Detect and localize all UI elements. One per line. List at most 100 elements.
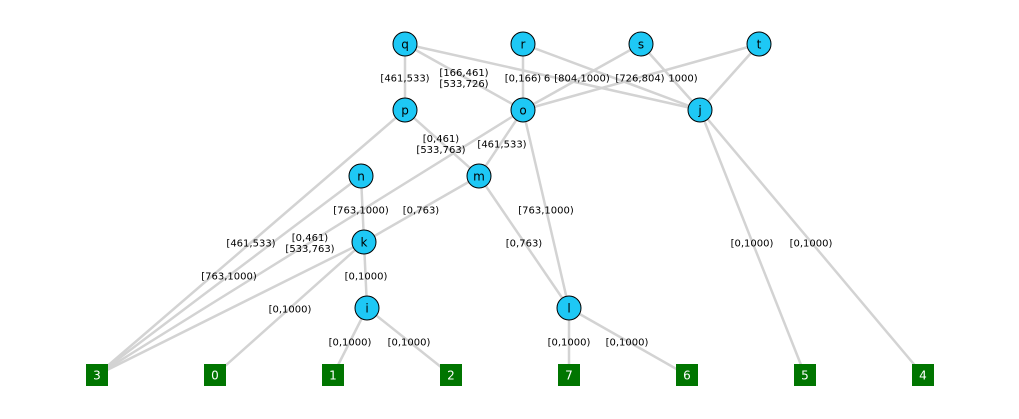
leaf-square — [86, 364, 108, 386]
edge-label-m-k: [0,763) — [403, 206, 440, 217]
node-circle — [466, 163, 492, 189]
node-label: 4 — [919, 369, 927, 383]
node-circle — [510, 31, 536, 57]
leaf-square — [204, 364, 226, 386]
node-circle — [348, 163, 374, 189]
node-label: p — [401, 104, 409, 118]
edge-label-q-p: [461,533) — [380, 74, 429, 85]
node-circle — [510, 97, 536, 123]
node-circle — [354, 295, 380, 321]
leaf-node-2: 2 — [440, 364, 462, 386]
leaf-node-5: 5 — [794, 364, 816, 386]
node-label: 5 — [801, 369, 809, 383]
leaf-node-3: 3 — [86, 364, 108, 386]
node-label: k — [361, 236, 368, 250]
edge-i-L1 — [331, 307, 369, 376]
node-circle — [392, 31, 418, 57]
node-r: r — [510, 31, 536, 57]
edge-s-j — [640, 43, 701, 111]
node-s: s — [628, 31, 654, 57]
edge-q-j — [404, 42, 701, 112]
edge-t-o — [522, 42, 760, 112]
leaf-node-0: 0 — [204, 364, 226, 386]
edge-label-r-o: [0,166) — [505, 74, 542, 85]
node-label: n — [357, 170, 365, 184]
node-label: m — [473, 170, 485, 184]
nodes-layer: q r s t p o j n m k i l 3 0 1 2 7 6 5 4 — [86, 31, 934, 386]
edge-label-k-L0: [0,1000) — [269, 305, 312, 316]
edge-m-k — [363, 174, 480, 244]
edge-p-L3 — [96, 109, 406, 376]
node-label: t — [757, 38, 762, 52]
edge-l-L6 — [568, 306, 688, 377]
edge-labels-layer: [461,533) [166,461)[533,726) [0,166)6 [804,… — [201, 68, 832, 349]
node-circle — [392, 97, 418, 123]
leaf-node-4: 4 — [912, 364, 934, 386]
edge-label-j-L4: [0,1000) — [790, 239, 833, 250]
edges-layer — [96, 42, 924, 377]
leaf-node-6: 6 — [676, 364, 698, 386]
edge-t-j — [699, 43, 760, 111]
node-label: 7 — [565, 369, 573, 383]
node-label: 3 — [93, 369, 101, 383]
node-circle — [556, 295, 582, 321]
node-label: i — [365, 302, 368, 316]
node-k: k — [351, 229, 377, 255]
edge-label-r-j: 6 — [544, 74, 550, 85]
edge-j-L5 — [698, 109, 807, 376]
edge-s-o — [522, 42, 642, 112]
node-label: r — [521, 38, 526, 52]
node-circle — [351, 229, 377, 255]
edge-j-L4 — [699, 109, 924, 376]
node-label: 2 — [447, 369, 455, 383]
node-label: 6 — [683, 369, 691, 383]
node-circle — [746, 31, 772, 57]
node-n: n — [348, 163, 374, 189]
leaf-square — [912, 364, 934, 386]
edge-k-L0 — [214, 241, 365, 376]
node-o: o — [510, 97, 536, 123]
edge-label-L3-n: [763,1000) — [201, 272, 257, 283]
edge-k-L3 — [96, 240, 365, 377]
edge-label-t-o: [726,804) — [615, 74, 664, 85]
edge-o-l — [521, 109, 571, 309]
node-label: j — [697, 104, 701, 118]
edge-label-q-o: [166,461)[533,726) — [439, 68, 488, 90]
edge-i-L2 — [366, 307, 452, 376]
edge-L3-n — [96, 175, 362, 376]
edge-label-l-L6: [0,1000) — [606, 338, 649, 349]
leaf-square — [676, 364, 698, 386]
edge-label-i-L2: [0,1000) — [388, 338, 431, 349]
edge-q-o — [404, 42, 524, 112]
edge-p-m — [404, 109, 480, 177]
edge-label-i-L1: [0,1000) — [329, 338, 372, 349]
edge-r-j — [522, 42, 701, 112]
leaf-square — [794, 364, 816, 386]
node-j: j — [687, 97, 713, 123]
edge-label-o-L3: [461,533) — [477, 140, 526, 151]
node-circle — [687, 97, 713, 123]
edge-label-t-j: 1000) — [668, 74, 697, 85]
edge-label-o-l: [763,1000) — [518, 206, 574, 217]
node-i: i — [354, 295, 380, 321]
edge-label-k-L3: [0,461)[533,763) — [285, 233, 334, 255]
node-label: 0 — [211, 369, 219, 383]
node-label: 1 — [329, 369, 337, 383]
leaf-square — [322, 364, 344, 386]
leaf-node-7: 7 — [558, 364, 580, 386]
leaf-square — [558, 364, 580, 386]
edge-o-L3 — [96, 108, 524, 377]
edge-label-m-l: [0,763) — [506, 239, 543, 250]
edge-m-l — [477, 175, 571, 309]
leaf-square — [440, 364, 462, 386]
edge-label-k-i: [0,1000) — [345, 272, 388, 283]
edge-label-s-o: [804,1000) — [554, 74, 610, 85]
node-circle — [628, 31, 654, 57]
edge-label-n-k: [763,1000) — [333, 206, 389, 217]
leaf-node-1: 1 — [322, 364, 344, 386]
node-label: l — [567, 302, 570, 316]
edge-o-m — [477, 109, 525, 177]
node-label: q — [401, 38, 409, 52]
node-t: t — [746, 31, 772, 57]
